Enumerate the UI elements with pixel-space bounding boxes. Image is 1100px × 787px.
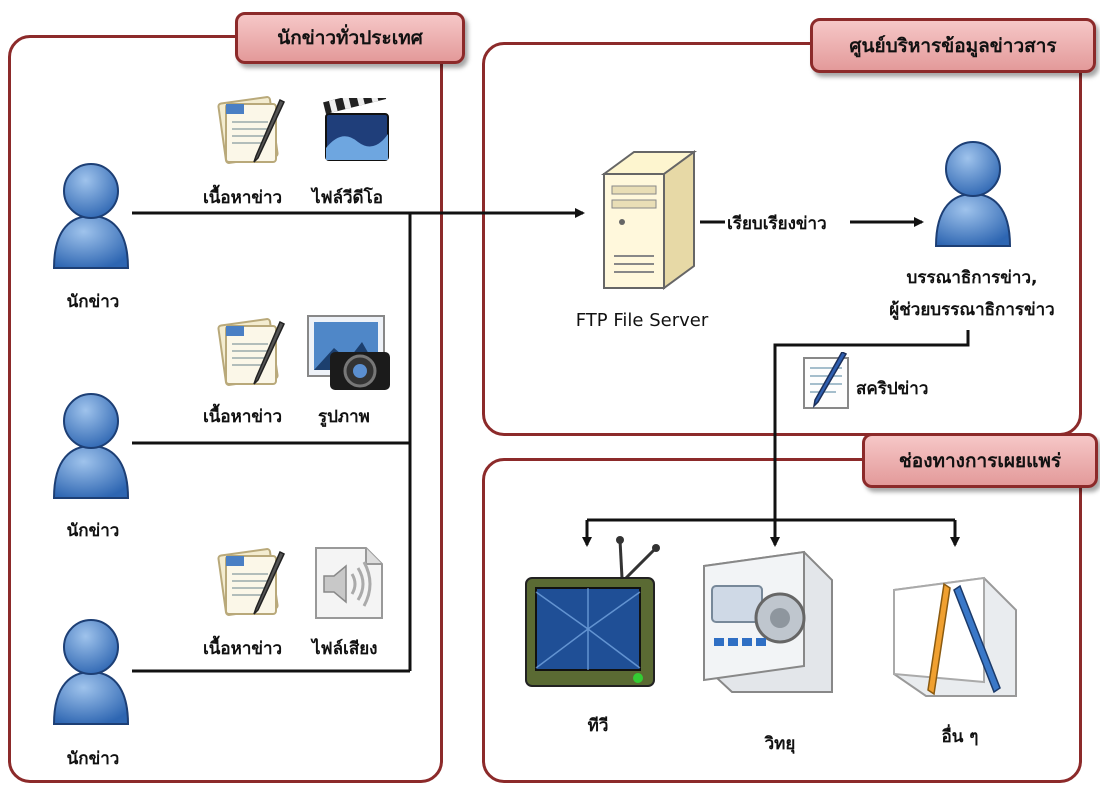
radio-icon xyxy=(703,550,833,693)
tv-icon xyxy=(525,536,660,687)
news-script-icon xyxy=(803,352,849,409)
channels-panel-title: ช่องทางการเผยแพร่ xyxy=(862,433,1098,488)
ftp-server-icon xyxy=(600,150,698,290)
news-script-label: สคริปข่าว xyxy=(856,379,929,399)
channel-tv-label: ทีวี xyxy=(587,716,609,736)
reporter-3-content-label: เนื้อหาข่าว xyxy=(203,639,283,659)
reporter-3-label: นักข่าว xyxy=(66,749,120,769)
editor-label-line1: บรรณาธิการข่าว, xyxy=(906,268,1038,288)
news-center-panel-title: ศูนย์บริหารข้อมูลข่าวสาร xyxy=(810,18,1096,73)
reporter-1-label: นักข่าว xyxy=(66,292,120,312)
news-content-2-icon xyxy=(217,318,285,386)
reporter-3-icon xyxy=(52,619,130,725)
editor-icon xyxy=(934,141,1012,247)
news-content-1-icon xyxy=(217,96,285,164)
ftp-server-label: FTP File Server xyxy=(575,310,709,331)
photo-camera-icon xyxy=(307,315,390,390)
reporter-1-content-label: เนื้อหาข่าว xyxy=(203,188,283,208)
reporter-2-media-label: รูปภาพ xyxy=(318,407,370,427)
audio-file-icon xyxy=(315,547,383,619)
channel-radio-label: วิทยุ xyxy=(764,734,796,754)
channel-others-label: อื่น ๆ xyxy=(941,727,979,747)
compile-news-arrow-label: เรียบเรียงข่าว xyxy=(727,214,827,234)
editor-label-line2: ผู้ช่วยบรรณาธิการข่าว xyxy=(889,300,1055,320)
reporter-1-icon xyxy=(52,163,130,269)
reporter-3-media-label: ไฟล์เสียง xyxy=(312,639,378,659)
reporter-1-media-label: ไฟล์วีดีโอ xyxy=(312,188,383,208)
video-file-icon xyxy=(323,98,389,161)
news-content-3-icon xyxy=(217,548,285,616)
reporter-2-label: นักข่าว xyxy=(66,521,120,541)
reporter-2-icon xyxy=(52,393,130,499)
reporters-panel-title: นักข่าวทั่วประเทศ xyxy=(235,12,465,64)
reporter-2-content-label: เนื้อหาข่าว xyxy=(203,407,283,427)
others-icon xyxy=(893,576,1017,697)
